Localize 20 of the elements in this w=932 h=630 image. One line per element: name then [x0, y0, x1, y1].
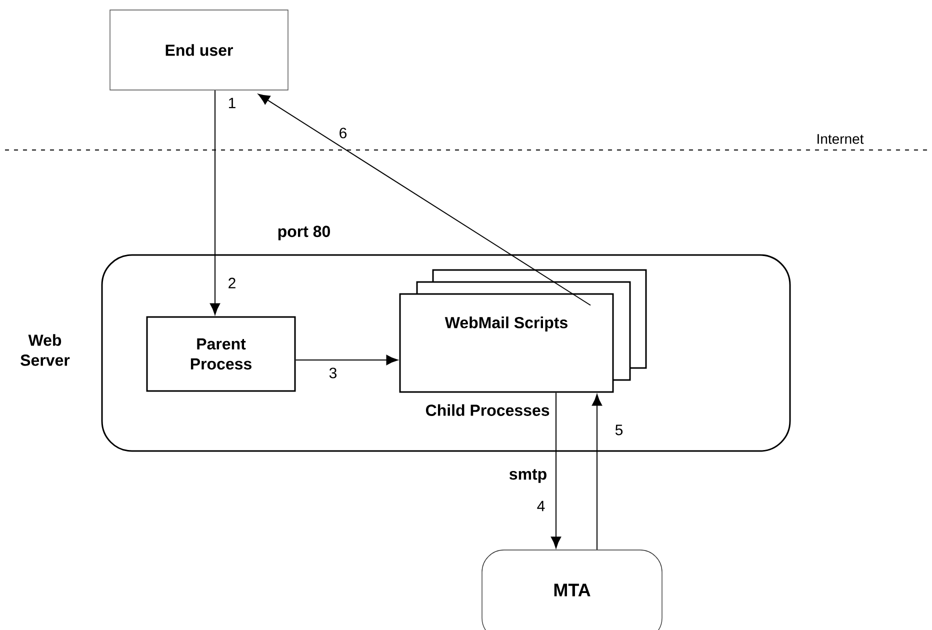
process-box: Parent Process — [146, 316, 296, 392]
arrow — [258, 94, 591, 306]
network-label: Internet — [815, 133, 865, 145]
step-number: 4 — [536, 500, 546, 512]
node-caption: Child Processes — [426, 404, 550, 416]
step-number: 2 — [226, 276, 238, 290]
arrow — [295, 354, 398, 366]
arrow — [592, 394, 602, 550]
process-box: MTA — [482, 550, 662, 630]
stacked-process-box: WebMail Scripts — [399, 269, 647, 393]
step-number: 6 — [338, 126, 348, 140]
step-number: 3 — [328, 366, 338, 380]
step-number: 1 — [226, 96, 238, 110]
step-number: 5 — [614, 424, 624, 436]
protocol-label: smtp — [508, 468, 548, 484]
arrow — [210, 90, 220, 315]
port-label: port 80 — [276, 224, 332, 242]
node-label: Web Server — [20, 334, 70, 366]
process-box: End user — [110, 10, 288, 90]
arrow — [550, 392, 562, 548]
